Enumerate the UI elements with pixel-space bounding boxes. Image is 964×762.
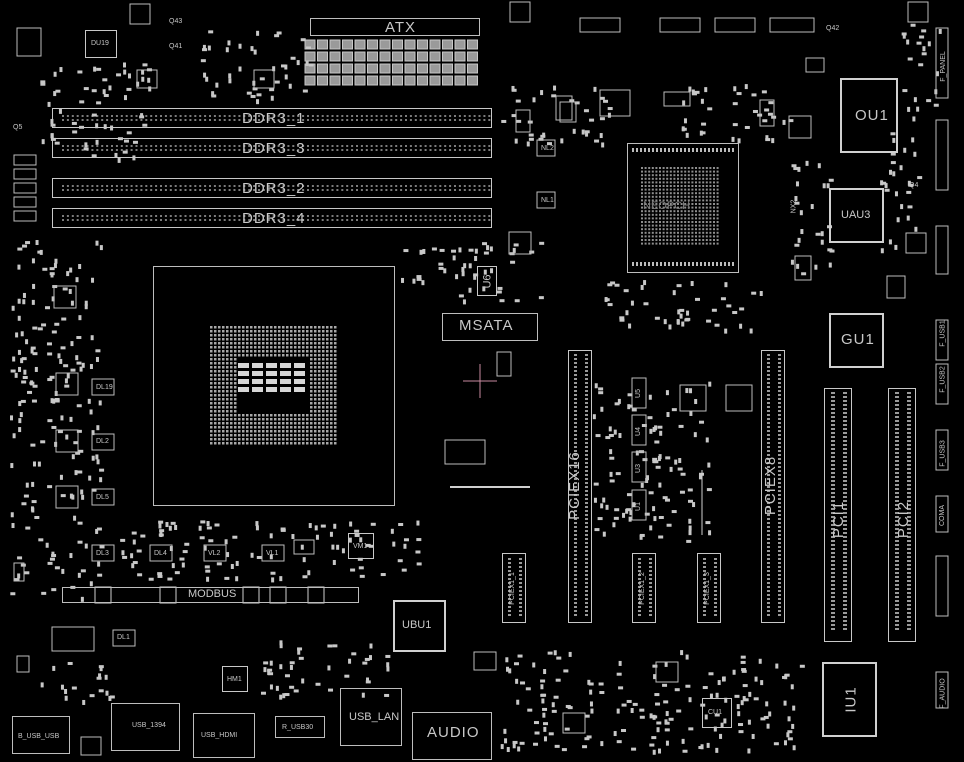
pciex1-1-slot [502, 553, 526, 623]
cpu-socket [153, 266, 395, 506]
pch-chip [627, 143, 739, 273]
hm1-chip [222, 666, 248, 692]
atx-connector [310, 18, 480, 36]
vm1-chip [348, 533, 374, 559]
usb-1394-connector [111, 703, 180, 751]
pciex1-2-slot [632, 553, 656, 623]
pci2-slot [888, 388, 916, 642]
pciex8-slot [761, 350, 785, 623]
pciex16-slot [568, 350, 592, 623]
iu1-chip [822, 662, 877, 737]
msata-connector [442, 313, 538, 341]
ddr3-slot-3 [52, 138, 492, 158]
gu1-chip [829, 313, 884, 368]
pci1-slot [824, 388, 852, 642]
u6-chip [477, 266, 497, 296]
ubu1-chip [393, 600, 446, 652]
uau3-chip [829, 188, 884, 243]
ou1-chip [840, 78, 898, 153]
pciex1-3-slot [697, 553, 721, 623]
ddr3-slot-2 [52, 178, 492, 198]
usb-hdmi-connector [193, 713, 255, 758]
b-usb-usb-connector [12, 716, 70, 754]
ddr3-slot-4 [52, 208, 492, 228]
usb-lan-connector [340, 688, 402, 746]
modbus-connector [62, 587, 359, 603]
r-usb30-connector [275, 716, 325, 738]
audio-connector [412, 712, 492, 760]
cu1-chip [702, 698, 732, 728]
ddr3-slot-1 [52, 108, 492, 128]
du19-chip [85, 30, 117, 58]
